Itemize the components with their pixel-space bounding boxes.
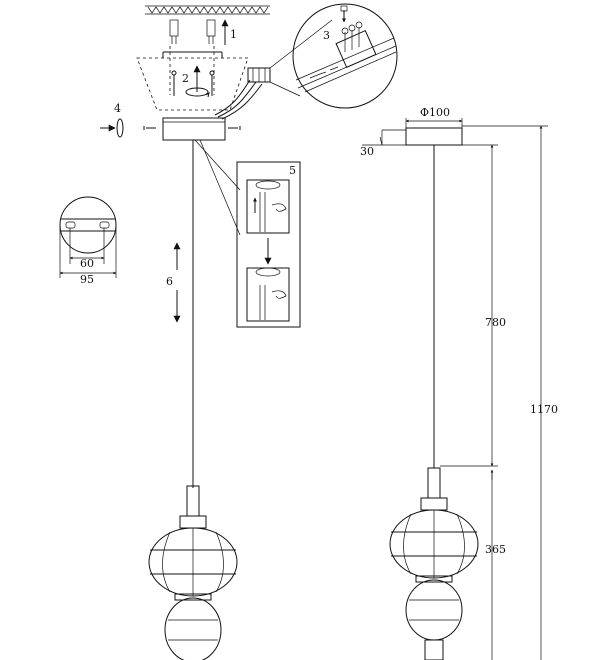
rotate-icon [185, 87, 209, 97]
screw-icon [143, 126, 156, 130]
screw-icon [228, 126, 241, 130]
hole-spacing-dimension: 60 [80, 257, 94, 270]
total-height-label: 1170 [530, 403, 558, 416]
canopy-diameter-label: Φ100 [420, 106, 450, 119]
callout-line [269, 19, 333, 69]
step5-label: 5 [289, 164, 296, 177]
wall-anchor-icon [169, 19, 216, 44]
callout-line [269, 81, 301, 97]
callout-line [194, 139, 241, 191]
step2-label: 2 [182, 72, 189, 85]
lamp-shade-left [148, 485, 238, 660]
step6-label: 6 [166, 275, 173, 288]
ceiling-surface [145, 5, 270, 15]
step3-label: 3 [323, 29, 330, 42]
terminal-zoom-detail [292, 3, 398, 109]
callout-line [199, 139, 241, 236]
lamp-shade-right [389, 467, 479, 660]
bracket-plate-detail [59, 196, 117, 278]
shade-height-label: 365 [485, 543, 506, 556]
step4-label: 4 [114, 102, 121, 115]
canopy [162, 117, 226, 141]
rotate-icon [116, 118, 124, 138]
canopy-height-label: 30 [360, 145, 374, 158]
plate-diameter-dimension: 95 [80, 273, 94, 286]
wire-bundle [214, 67, 271, 120]
screw-icon [171, 70, 215, 96]
step5-detail-box [236, 161, 301, 328]
step1-label: 1 [230, 28, 237, 41]
canopy-right [405, 127, 463, 146]
cable-length-label: 780 [485, 316, 506, 329]
canopy-outline [136, 57, 249, 111]
dimension-lines [362, 118, 548, 660]
mounting-bracket [162, 46, 223, 95]
